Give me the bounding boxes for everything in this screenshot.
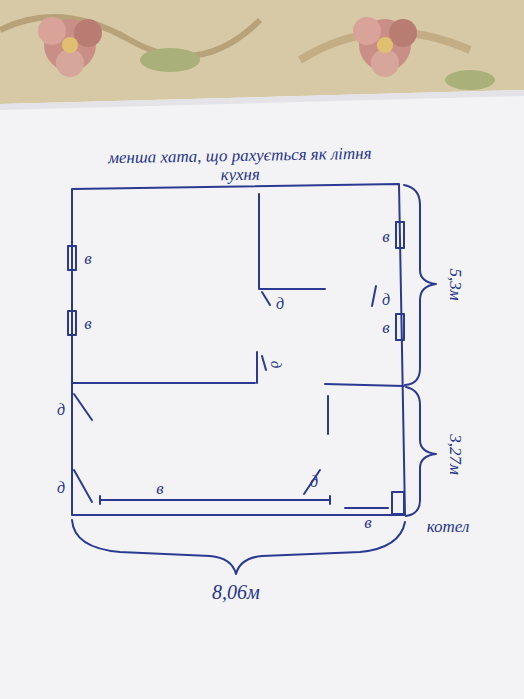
door-mark: д bbox=[310, 474, 318, 490]
door-mark: д bbox=[57, 402, 65, 418]
window-mark: в bbox=[382, 319, 389, 336]
window-mark: в bbox=[364, 514, 371, 531]
boiler-label: котел bbox=[427, 518, 470, 535]
dimension: 3,27м bbox=[446, 434, 463, 475]
dimension: 8,06м bbox=[212, 582, 260, 602]
window-mark: в bbox=[382, 228, 389, 245]
plan-title: менша хата, що рахується як літня кухня bbox=[100, 144, 381, 187]
door-mark: д bbox=[269, 360, 284, 368]
window-mark: в bbox=[84, 315, 91, 332]
door-mark: д bbox=[57, 480, 65, 496]
window-mark: в bbox=[156, 480, 163, 497]
door-mark: д bbox=[276, 296, 284, 312]
dimension: 5,3м bbox=[446, 268, 463, 300]
door-mark: д bbox=[382, 292, 390, 308]
window-mark: в bbox=[84, 250, 91, 267]
